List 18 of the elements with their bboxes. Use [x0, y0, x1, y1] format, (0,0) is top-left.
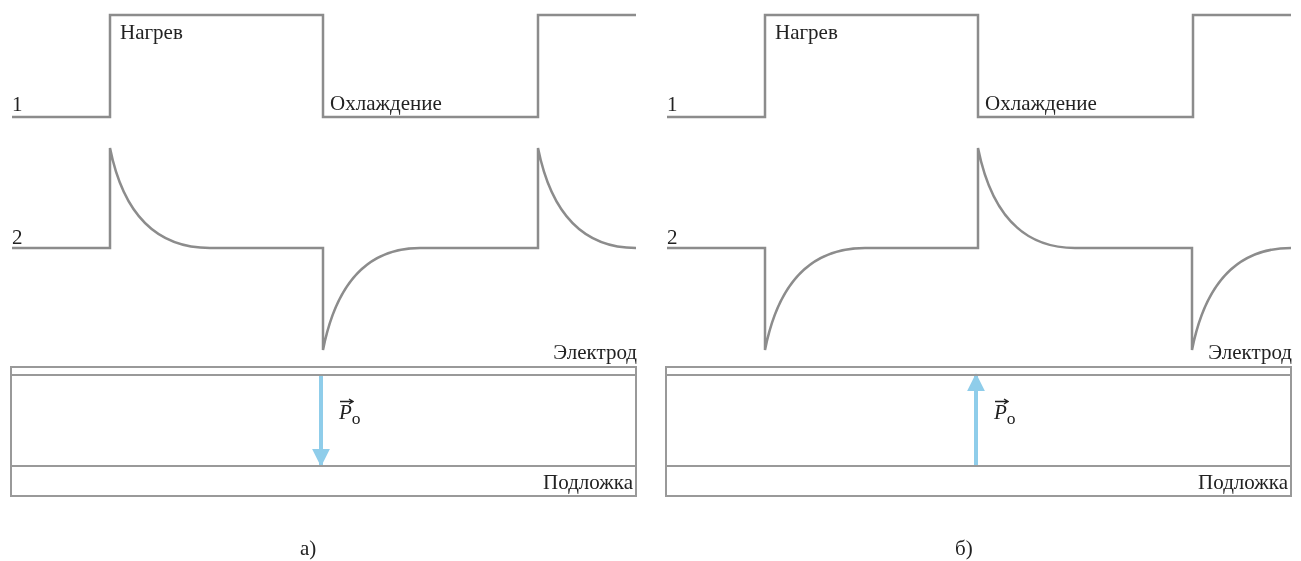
polarization-label: P$_{о}$ — [339, 402, 361, 428]
substrate-label: Подложка — [543, 472, 633, 493]
heating-label: Нагрев — [120, 22, 183, 43]
panel-label: б) — [955, 538, 973, 559]
curve-number: 2 — [12, 227, 23, 248]
curve-number: 1 — [12, 94, 23, 115]
heating-label: Нагрев — [775, 22, 838, 43]
cooling-label: Охлаждение — [330, 93, 442, 114]
electrode-label: Электрод — [1208, 342, 1292, 363]
polarization-arrow — [312, 375, 330, 467]
panel-label: а) — [300, 538, 317, 559]
polarization-arrow — [967, 373, 985, 465]
curve-number: 2 — [667, 227, 678, 248]
curve-number: 1 — [667, 94, 678, 115]
polarization-label: P$_{о}$ — [994, 402, 1016, 428]
substrate-label: Подложка — [1198, 472, 1288, 493]
cooling-label: Охлаждение — [985, 93, 1097, 114]
electrode-label: Электрод — [553, 342, 637, 363]
